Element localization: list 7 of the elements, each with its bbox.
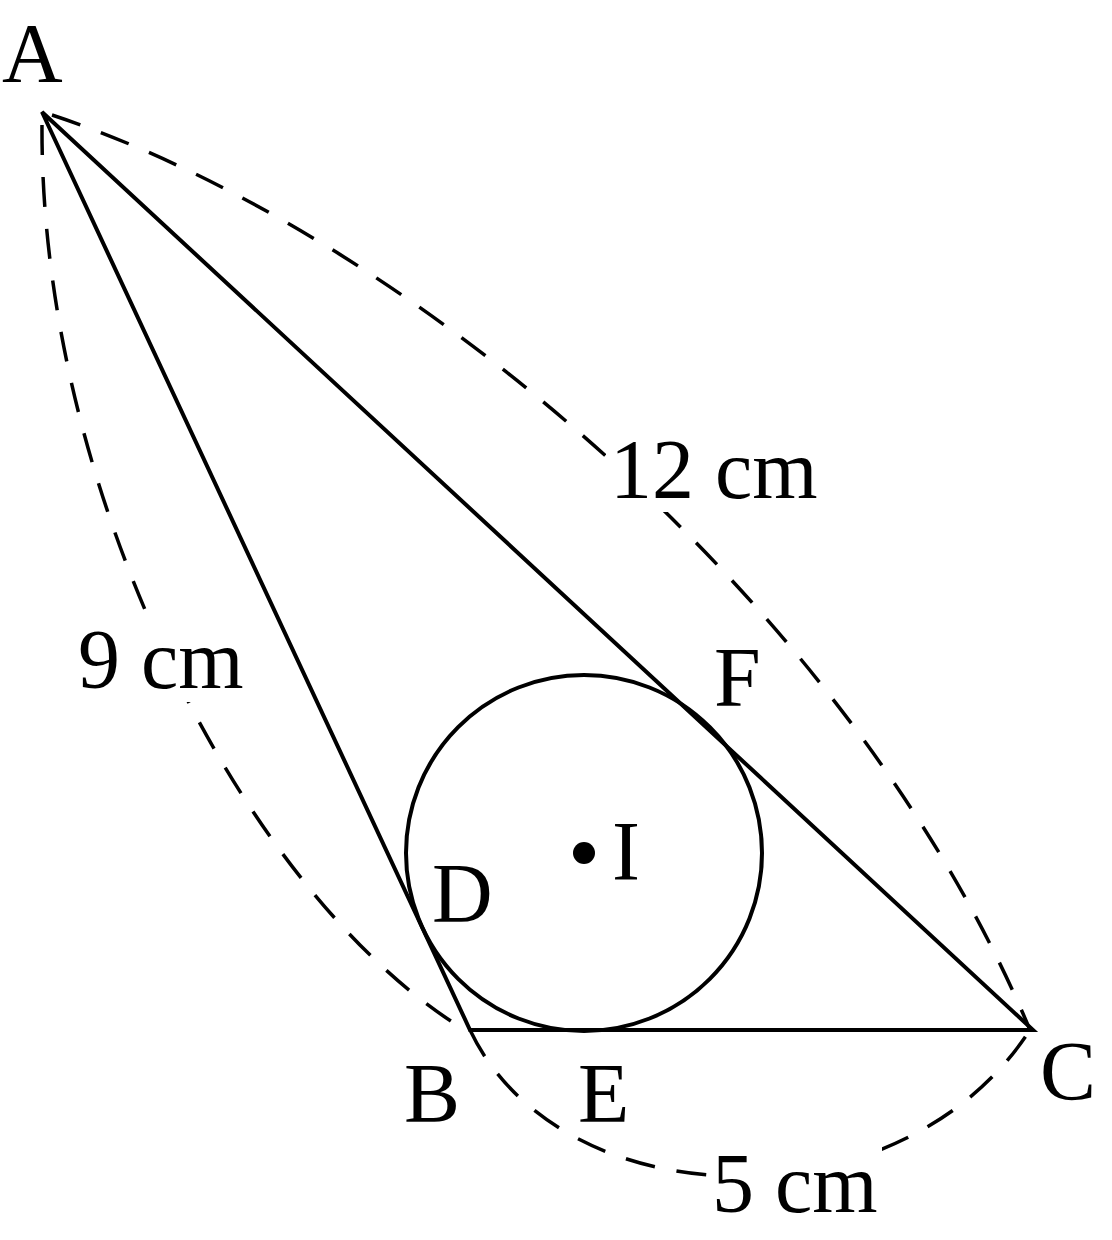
point-label: F	[714, 636, 761, 720]
point-label: D	[432, 852, 493, 936]
point-label: A	[2, 12, 63, 96]
point-label: C	[1040, 1030, 1097, 1114]
point-label: E	[578, 1052, 630, 1136]
point-label: B	[404, 1052, 461, 1136]
point-label: I	[612, 810, 640, 894]
